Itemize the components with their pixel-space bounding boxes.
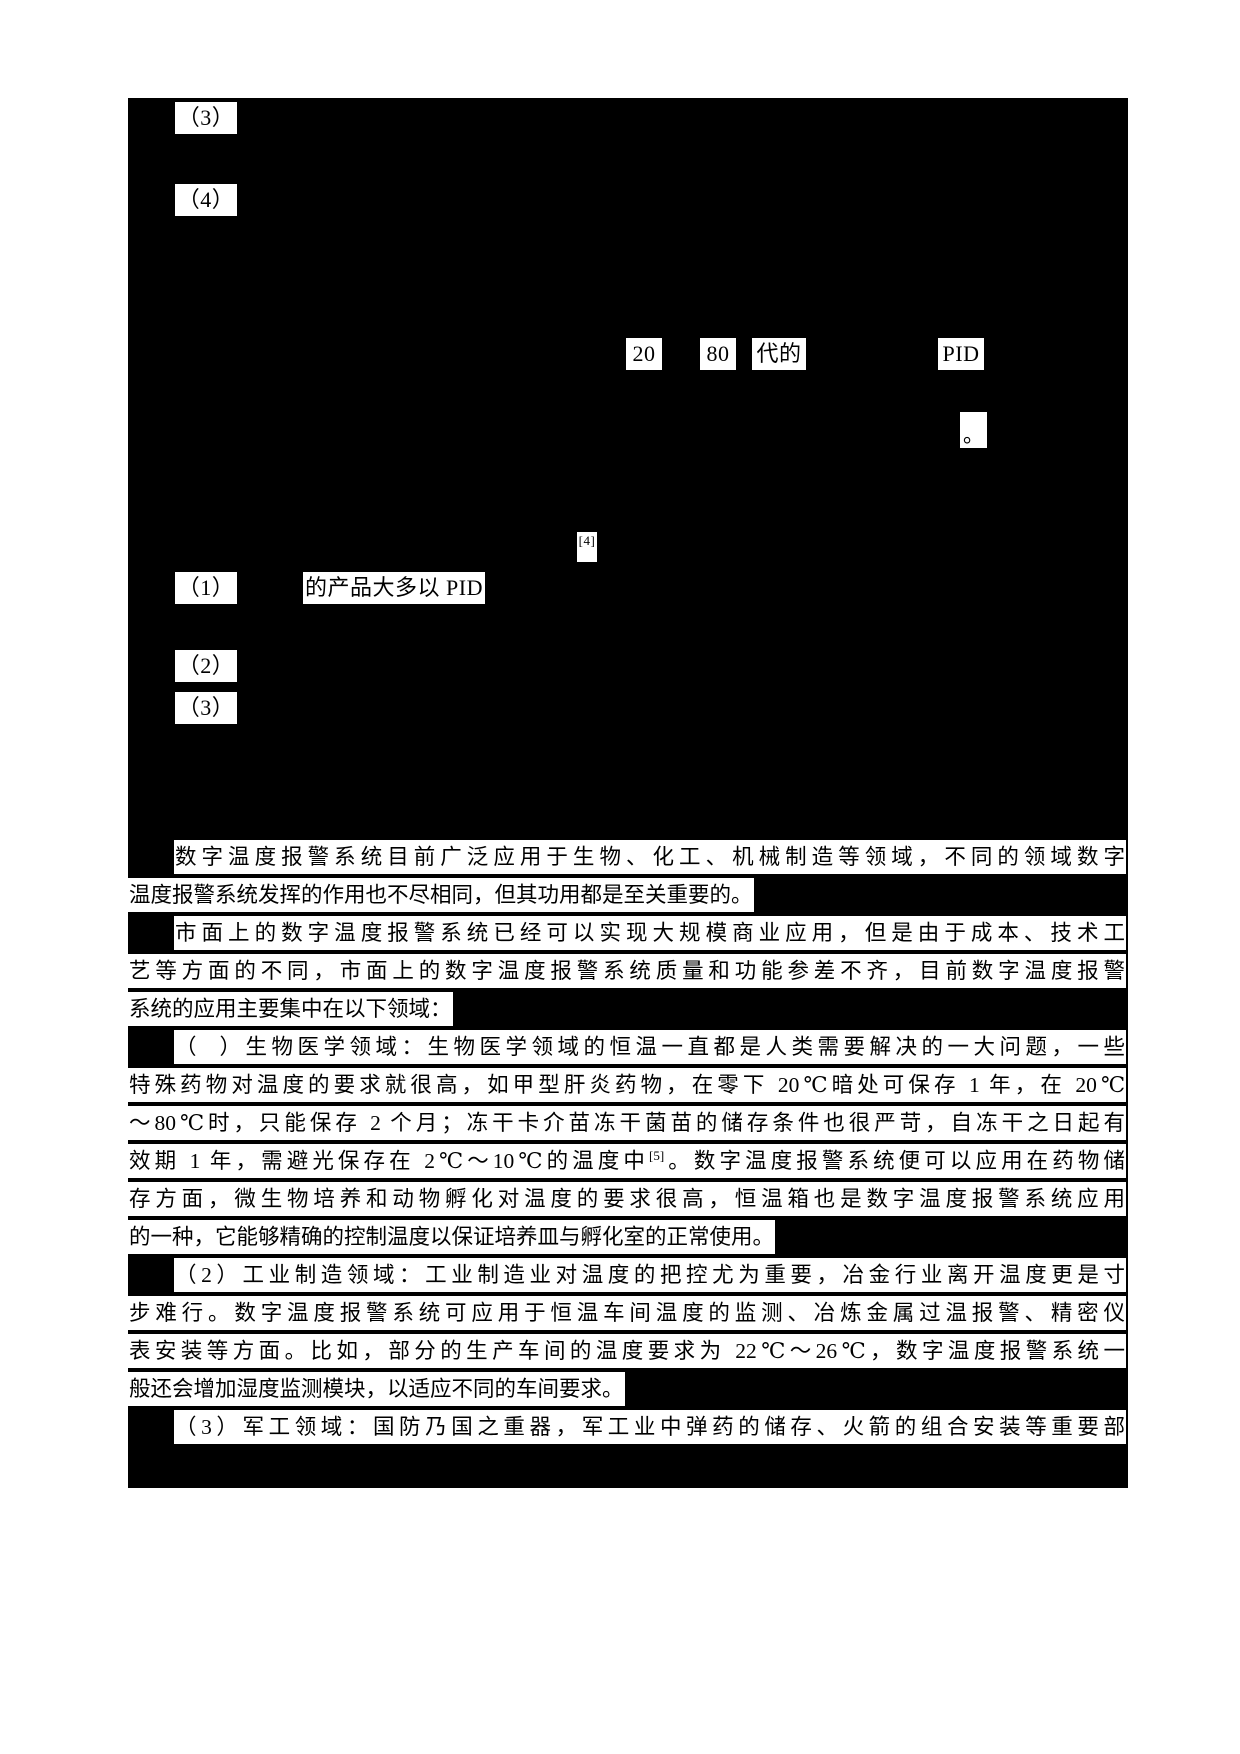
body-line-text: 系统的应用主要集中在以下领域： — [128, 992, 453, 1027]
list-marker-2-lower: （2） — [175, 650, 237, 682]
body-line: （3）军工领域：国防乃国之重器，军工业中弹药的储存、火箭的组合安装等重要部 — [128, 1406, 1128, 1445]
body-line-text: 效期 1 年，需避光保存在 2℃～10℃的温度中[5]。数字温度报警系统便可以应… — [128, 1144, 1126, 1179]
body-line: 的一种，它能够精确的控制温度以保证培养皿与孵化室的正常使用。 — [128, 1216, 1128, 1255]
body-line-text: 存方面，微生物培养和动物孵化对温度的要求很高，恒温箱也是数字温度报警系统应用 — [128, 1182, 1126, 1217]
body-line: 系统的应用主要集中在以下领域： — [128, 988, 1128, 1027]
body-line: （2）工业制造领域：工业制造业对温度的把控尤为重要，冶金行业离开温度更是寸 — [128, 1254, 1128, 1293]
body-line-text: 艺等方面的不同，市面上的数字温度报警系统质量和功能参差不齐，目前数字温度报警 — [128, 954, 1126, 989]
body-line-text: 步难行。数字温度报警系统可应用于恒温车间温度的监测、冶炼金属过温报警、精密仪 — [128, 1296, 1126, 1331]
sentence-period: 。 — [960, 412, 987, 448]
body-line-text: ～80℃时，只能保存 2 个月；冻干卡介苗冻干菌苗的储存条件也很严苛，自冻干之日… — [128, 1106, 1126, 1141]
product-pid-phrase: 的产品大多以 PID — [303, 572, 485, 604]
body-line-text: 温度报警系统发挥的作用也不尽相同，但其功用都是至关重要的。 — [128, 878, 754, 913]
era-de: 代的 — [752, 338, 806, 370]
year-80: 80 — [700, 338, 736, 370]
list-marker-4-upper: （4） — [175, 184, 237, 216]
list-marker-3-lower: （3） — [175, 692, 237, 724]
body-line: 特殊药物对温度的要求就很高，如甲型肝炎药物，在零下 20℃暗处可保存 1 年，在… — [128, 1064, 1128, 1103]
body-line-text: 的一种，它能够精确的控制温度以保证培养皿与孵化室的正常使用。 — [128, 1220, 776, 1255]
body-line: 存方面，微生物培养和动物孵化对温度的要求很高，恒温箱也是数字温度报警系统应用 — [128, 1178, 1128, 1217]
body-line-text: 市面上的数字温度报警系统已经可以实现大规模商业应用，但是由于成本、技术工 — [174, 916, 1126, 951]
body-line: 市面上的数字温度报警系统已经可以实现大规模商业应用，但是由于成本、技术工 — [128, 912, 1128, 951]
body-line: （）生物医学领域：生物医学领域的恒温一直都是人类需要解决的一大问题，一些 — [128, 1026, 1128, 1065]
body-text-block: 数字温度报警系统目前广泛应用于生物、化工、机械制造等领域，不同的领域数字温度报警… — [128, 836, 1128, 1452]
body-line: 表安装等方面。比如，部分的生产车间的温度要求为 22℃～26℃，数字温度报警系统… — [128, 1330, 1128, 1369]
body-line-text: （2）工业制造领域：工业制造业对温度的把控尤为重要，冶金行业离开温度更是寸 — [174, 1258, 1126, 1293]
body-line-text: 数字温度报警系统目前广泛应用于生物、化工、机械制造等领域，不同的领域数字 — [174, 840, 1126, 875]
citation-superscript: [5] — [648, 1147, 665, 1163]
body-line-text: （）生物医学领域：生物医学领域的恒温一直都是人类需要解决的一大问题，一些 — [174, 1030, 1126, 1065]
pid-acronym-upper: PID — [938, 338, 984, 370]
body-line: 温度报警系统发挥的作用也不尽相同，但其功用都是至关重要的。 — [128, 874, 1128, 913]
list-marker-1-lower: （1） — [175, 572, 237, 604]
body-line: ～80℃时，只能保存 2 个月；冻干卡介苗冻干菌苗的储存条件也很严苛，自冻干之日… — [128, 1102, 1128, 1141]
body-line: 艺等方面的不同，市面上的数字温度报警系统质量和功能参差不齐，目前数字温度报警 — [128, 950, 1128, 989]
year-20: 20 — [626, 338, 662, 370]
body-line-text: （3）军工领域：国防乃国之重器，军工业中弹药的储存、火箭的组合安装等重要部 — [174, 1410, 1126, 1445]
body-line: 般还会增加湿度监测模块，以适应不同的车间要求。 — [128, 1368, 1128, 1407]
body-line-text: 般还会增加湿度监测模块，以适应不同的车间要求。 — [128, 1372, 625, 1407]
body-line: 效期 1 年，需避光保存在 2℃～10℃的温度中[5]。数字温度报警系统便可以应… — [128, 1140, 1128, 1179]
body-line-text: 表安装等方面。比如，部分的生产车间的温度要求为 22℃～26℃，数字温度报警系统… — [128, 1334, 1126, 1369]
body-line: 数字温度报警系统目前广泛应用于生物、化工、机械制造等领域，不同的领域数字 — [128, 836, 1128, 875]
list-marker-3-upper: （3） — [175, 102, 237, 134]
body-line-text: 特殊药物对温度的要求就很高，如甲型肝炎药物，在零下 20℃暗处可保存 1 年，在… — [128, 1068, 1126, 1103]
citation-ref-4: [4] — [577, 532, 597, 562]
body-line: 步难行。数字温度报警系统可应用于恒温车间温度的监测、冶炼金属过温报警、精密仪 — [128, 1292, 1128, 1331]
